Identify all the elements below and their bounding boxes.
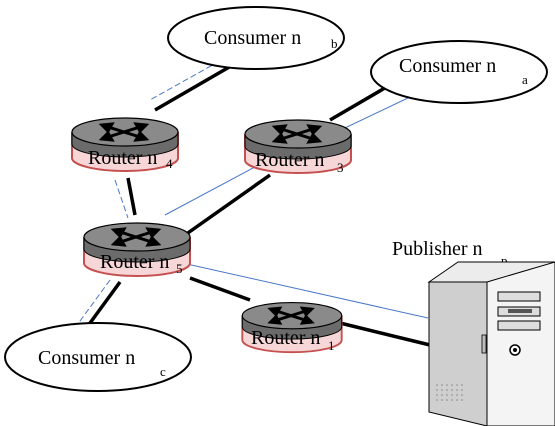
router-5-label: Router n xyxy=(100,251,169,273)
link-router-5-router-1 xyxy=(189,276,251,302)
router-4-sub: 4 xyxy=(166,156,173,171)
router-1-label: Router n xyxy=(251,327,320,349)
path-router-5-consumer-c xyxy=(71,279,111,333)
link-router-5-router-3 xyxy=(183,173,272,237)
router-5-sub: 5 xyxy=(176,261,183,276)
consumer-b-label: Consumer n xyxy=(204,27,301,49)
consumer-a-label: Consumer n xyxy=(399,55,496,77)
router-1-node: Router n 1 xyxy=(240,301,344,354)
data-path-lines xyxy=(71,47,429,333)
router-4-label: Router n xyxy=(88,147,157,169)
consumer-b-node: Consumer n b xyxy=(167,6,345,70)
consumer-c-node: Consumer n c xyxy=(4,322,192,392)
consumer-c-sub: c xyxy=(160,364,166,379)
router-1-sub: 1 xyxy=(328,338,335,353)
consumer-b-sub: b xyxy=(331,36,338,51)
router-3-node: Router n 3 xyxy=(243,118,353,175)
path-router-4-router-5 xyxy=(114,179,129,219)
path-consumer-a-router-3 xyxy=(344,96,411,129)
router-5-node: Router n 5 xyxy=(82,221,192,278)
path-router-3-router-5 xyxy=(164,159,269,216)
router-3-sub: 3 xyxy=(337,160,344,175)
publisher-node: Publisher n p xyxy=(392,238,555,426)
router-4-node: Router n 4 xyxy=(70,116,180,173)
consumer-c-label: Consumer n xyxy=(38,347,135,369)
publisher-sub: p xyxy=(501,253,508,268)
path-router-5-publisher xyxy=(177,261,429,319)
link-consumer-a-router-3 xyxy=(329,83,391,122)
router-3-label: Router n xyxy=(255,149,324,171)
consumer-a-sub: a xyxy=(522,72,528,87)
link-router-1-publisher xyxy=(339,321,431,347)
consumer-a-node: Consumer n a xyxy=(370,40,548,104)
server-icon xyxy=(427,261,555,426)
network-links xyxy=(80,53,431,347)
publisher-label: Publisher n xyxy=(392,238,483,260)
link-router-4-router-5 xyxy=(126,177,137,216)
